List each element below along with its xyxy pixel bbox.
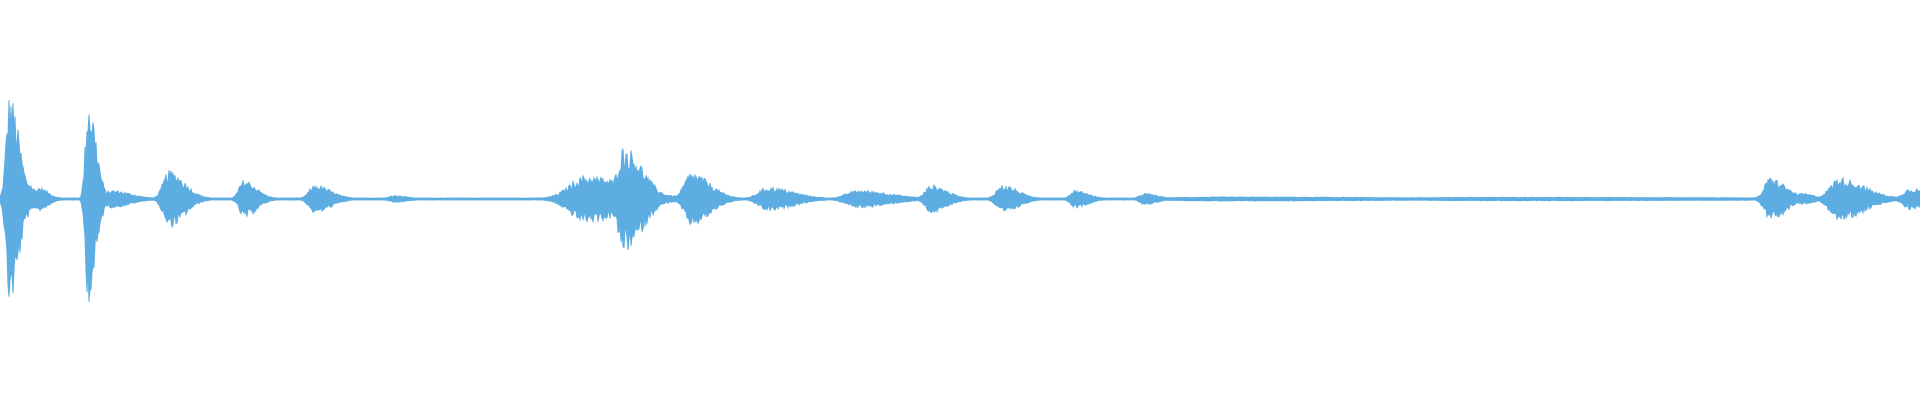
waveform-signal — [0, 100, 1920, 302]
